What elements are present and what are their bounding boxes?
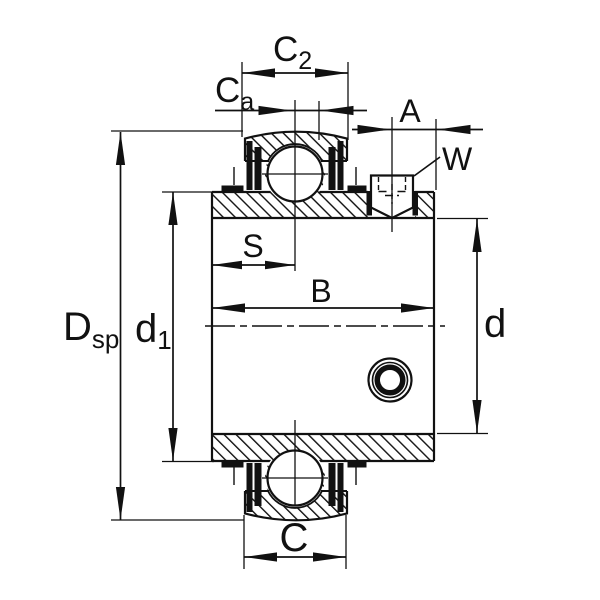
dim-a-arrow-left [357,124,391,135]
dim-d: d [437,217,506,435]
flinger-lip-bottom-left [221,461,244,468]
dim-d1: d1 [135,191,214,463]
dim-label-d: d [484,302,506,346]
dim-d-arrow-top [472,219,482,252]
seal-top-right-outer [337,141,344,190]
dim-dsp-arrow-top [115,132,126,165]
screw-hole-outer-circle [367,357,413,403]
dim-b-arrow-left [212,303,245,313]
outer-ring-top-outline [243,130,349,161]
flinger-lip-top-right [347,185,367,192]
flinger-lip-top-left [221,185,244,192]
dimensions: C2 Ca A W S [63,30,506,569]
dim-c-arrow-right [313,552,346,562]
raceway-pocket-bottom [267,490,323,509]
dim-dsp-extension-lines [111,130,244,521]
screw-hole-middle-circle [371,361,409,399]
dim-ca: Ca [215,71,367,140]
inner-ring-bottom-section-hatch [212,434,434,461]
inner-ring-top-section-hatch-right [415,192,434,218]
flinger-lip-bottom-right [347,461,367,468]
seal-bottom-left-outer [246,463,253,512]
dim-label-a: A [399,93,421,129]
inner-ring-shoulder-lines-top [233,167,357,185]
outer-ring-bottom-outline [243,491,349,522]
set-screw-hidden-threads [377,177,407,191]
dim-label-c2: C2 [273,30,312,75]
dim-s-arrow-left [212,260,242,270]
dim-label-ca: Ca [215,71,254,116]
dim-d1-arrow-top [168,192,178,225]
dim-d1-extension-lines [162,191,214,463]
dim-label-s: S [242,228,263,264]
dim-a-arrow-right [437,124,471,135]
set-screw-hole [367,357,413,403]
dim-label-b: B [310,273,331,309]
inner-ring-shoulder-lines-bottom [233,467,357,485]
thread-engagement-left [366,191,372,216]
dim-w: W [413,141,473,177]
dim-c-arrow-left [244,552,277,562]
dim-label-w: W [442,141,473,177]
dim-d-arrow-bottom [472,400,482,433]
dim-c2-arrow-right [315,68,348,78]
dim-c2: C2 [241,30,349,140]
dim-c2-arrow-left [242,68,275,78]
dim-label-dsp: Dsp [63,305,119,354]
dim-s-arrow-right [265,260,295,270]
dim-dsp-arrow-bottom [115,487,126,520]
dim-c-extension-lines [243,515,347,569]
dim-w-leader-line [413,156,441,177]
dim-label-c: C [280,516,309,560]
seal-bottom-right-inner [328,463,336,506]
seal-bottom-right-outer [337,463,344,512]
dim-ca-arrow-left [258,105,292,116]
dim-label-d1: d1 [135,307,172,355]
bottom-bearing-section [221,448,367,522]
seal-top-left-outer [246,141,253,190]
dim-b: B [212,273,434,313]
dim-c2-extension-lines [241,62,349,140]
dim-ca-arrow-right [320,105,354,116]
centerlines [205,100,445,506]
dim-b-arrow-right [401,303,434,313]
dim-d1-arrow-bottom [168,428,178,461]
dim-dsp: Dsp [63,130,244,521]
dim-c: C [243,515,347,569]
dim-d-extension-lines [437,217,488,435]
seal-top-right-inner [328,147,336,190]
thread-engagement-right [412,191,418,216]
seal-bottom-left-inner [254,463,262,506]
inner-ring-body [210,190,436,463]
screw-hole-inner-ring [374,364,406,396]
dim-s: S [212,228,295,270]
dim-a: A [352,93,483,190]
seal-top-left-inner [254,147,262,190]
